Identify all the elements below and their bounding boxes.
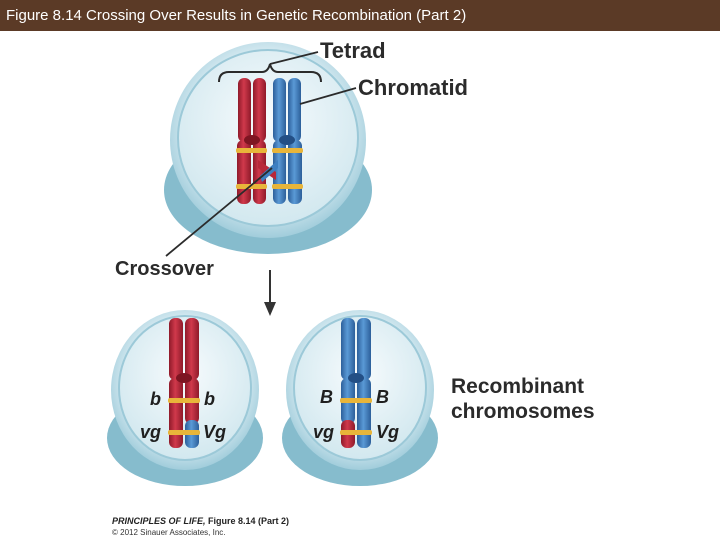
allele-left-bottom-left: vg [140,422,161,442]
credit-figure-ref: Figure 8.14 (Part 2) [205,516,290,526]
recombinant-chromosome-right [340,318,372,448]
recombinant-cell-right: B B vg Vg [282,310,438,486]
tetrad-leader-line [269,51,319,65]
title-bar: Figure 8.14 Crossing Over Results in Gen… [0,0,720,31]
chromatid-leader-line [299,87,357,105]
allele-right-bottom-left: vg [313,422,334,442]
allele-right-top-right: B [376,387,389,407]
recombinant-label-line1: Recombinant [451,375,584,398]
tetrad-cell: Tetrad Chromatid [164,38,468,254]
allele-left-bottom-right: Vg [203,422,226,442]
crossover-leader-line [165,167,273,257]
cell-nucleus [177,49,359,227]
tetrad-label: Tetrad [320,38,386,63]
recombinant-chromosome-left [168,318,200,448]
crossover-label: Crossover [115,258,214,280]
figure-credit: PRINCIPLES OF LIFE, Figure 8.14 (Part 2) [112,516,289,526]
recombinant-cell-left: b b vg Vg [107,310,263,486]
chromatid-label: Chromatid [358,75,468,100]
allele-left-top-right: b [204,389,215,409]
allele-left-top-left: b [150,389,161,409]
allele-right-bottom-right: Vg [376,422,399,442]
arrow-down-icon [264,270,276,316]
credit-book-title: PRINCIPLES OF LIFE, [112,516,206,526]
page-title: Figure 8.14 Crossing Over Results in Gen… [6,7,467,24]
allele-right-top-left: B [320,387,333,407]
recombinant-label-line2: chromosomes [451,400,595,423]
copyright-notice: © 2012 Sinauer Associates, Inc. [112,528,226,537]
gene-bands [236,148,303,189]
